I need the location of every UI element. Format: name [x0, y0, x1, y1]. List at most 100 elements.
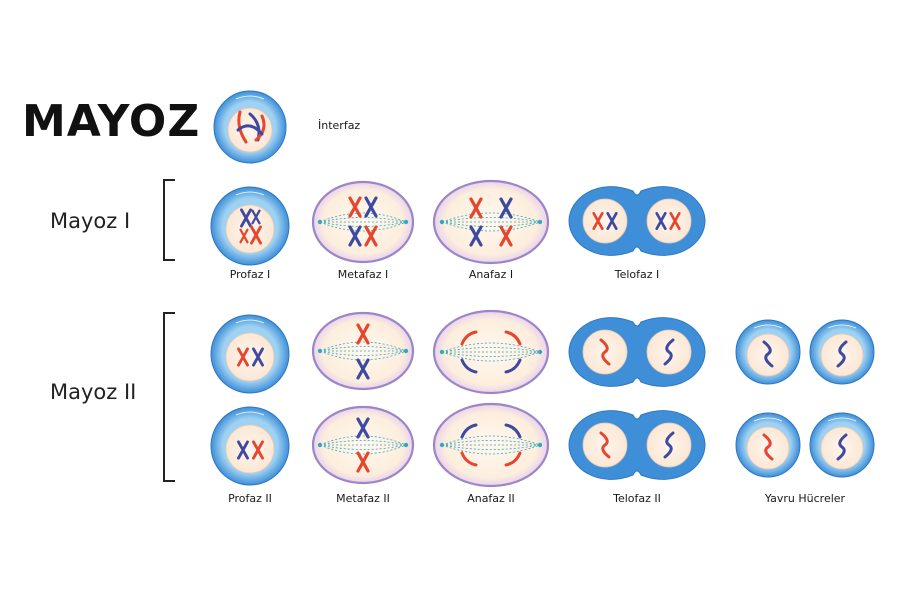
chromatid: [504, 451, 522, 467]
cell-daughter-1: [735, 319, 801, 385]
spindle-fiber: [441, 440, 541, 446]
label-prophase1: Profaz I: [229, 268, 271, 281]
nucleus: [225, 332, 275, 382]
chromosome: [499, 197, 513, 219]
centriole-marker: [827, 324, 857, 329]
chromatid: [460, 423, 478, 439]
label-daughter-cells: Yavru Hücreler: [764, 492, 846, 505]
chromatid: [237, 110, 248, 144]
chromosome: [499, 225, 513, 247]
chromosome: [356, 417, 370, 439]
chromosome: [356, 323, 370, 345]
chromatid: [663, 338, 675, 366]
spindle-fiber: [319, 341, 407, 352]
spindle-fiber: [441, 351, 541, 357]
spindle-fiber: [441, 221, 541, 232]
section-label-meiosis1: Mayoz I: [50, 209, 131, 233]
chromosome: [348, 196, 362, 218]
centrosome: [439, 219, 445, 225]
spindle-fiber: [319, 435, 407, 446]
chromosome: [669, 211, 681, 231]
page-title: MAYOZ: [22, 96, 201, 147]
centrosome: [317, 348, 323, 354]
spindle-fiber: [441, 342, 541, 353]
chromatid: [460, 451, 478, 467]
chromatid: [836, 433, 848, 461]
chromatid: [599, 431, 611, 459]
chromatid: [762, 433, 774, 461]
cell-daughter-4: [809, 412, 875, 478]
spindle-fiber: [441, 347, 541, 353]
chromatid: [504, 358, 522, 374]
label-prophase2: Profaz II: [228, 492, 272, 505]
chromatid: [460, 358, 478, 374]
nucleus: [225, 204, 275, 254]
centriole-marker: [753, 324, 783, 329]
cell-telophase1: [568, 186, 706, 256]
chromosome: [237, 440, 249, 460]
spindle-fiber: [441, 444, 541, 455]
spindle-fiber: [319, 217, 407, 223]
cell-daughter-3: [735, 412, 801, 478]
centrosome: [439, 442, 445, 448]
meiosis1-bracket: [163, 179, 175, 261]
centrosome: [317, 442, 323, 448]
label-telophase2: Telofaz II: [613, 492, 661, 505]
chromosome: [356, 451, 370, 473]
chromatid: [236, 124, 264, 136]
chromatid: [836, 340, 848, 368]
centriole-marker: [235, 319, 265, 324]
cell-anaphase2-a: [432, 309, 550, 395]
cell-anaphase2-b: [432, 402, 550, 488]
centrosome: [537, 219, 543, 225]
chromosome: [364, 196, 378, 218]
chromatid: [254, 114, 266, 142]
chromatid: [504, 330, 522, 346]
chromosome: [250, 225, 262, 245]
chromosome: [606, 211, 618, 231]
chromatid: [504, 423, 522, 439]
centriole-marker: [235, 411, 265, 416]
chromatid: [762, 340, 774, 368]
spindle-fiber: [441, 217, 541, 223]
nucleus: [225, 424, 275, 474]
chromatid: [599, 338, 611, 366]
cell-anaphase1: [432, 179, 550, 265]
cell-telophase2-a: [568, 317, 706, 387]
chromosome: [655, 211, 667, 231]
chromosome: [237, 347, 249, 367]
spindle-fiber: [441, 212, 541, 223]
spindle-fiber: [319, 346, 407, 352]
cell-membrane: [311, 405, 415, 485]
nucleus: [646, 198, 692, 244]
spindle-fiber: [441, 351, 541, 362]
chromosome: [592, 211, 604, 231]
centriole-marker: [235, 191, 265, 196]
chromosome: [251, 209, 261, 225]
section-label-meiosis2: Mayoz II: [50, 380, 137, 404]
meiosis2-bracket: [163, 312, 175, 482]
label-interphase: İnterfaz: [318, 119, 361, 132]
cell-interphase: [213, 90, 287, 164]
cell-membrane: [311, 180, 415, 264]
chromosome: [252, 347, 264, 367]
spindle-fiber: [319, 221, 407, 227]
centrosome: [317, 219, 323, 225]
spindle-fiber: [319, 212, 407, 223]
spindle-fiber: [319, 350, 407, 356]
chromosome: [364, 225, 378, 247]
label-anaphase2: Anafaz II: [467, 492, 515, 505]
centrosome: [403, 348, 409, 354]
centrosome: [403, 442, 409, 448]
cell-daughter-2: [809, 319, 875, 385]
spindle-fiber: [441, 444, 541, 450]
spindle-fiber: [441, 435, 541, 446]
cell-membrane: [311, 311, 415, 391]
centriole-marker: [827, 417, 857, 422]
chromosome: [348, 225, 362, 247]
spindle-fiber: [319, 440, 407, 446]
chromatid: [663, 431, 675, 459]
chromosome: [356, 358, 370, 380]
